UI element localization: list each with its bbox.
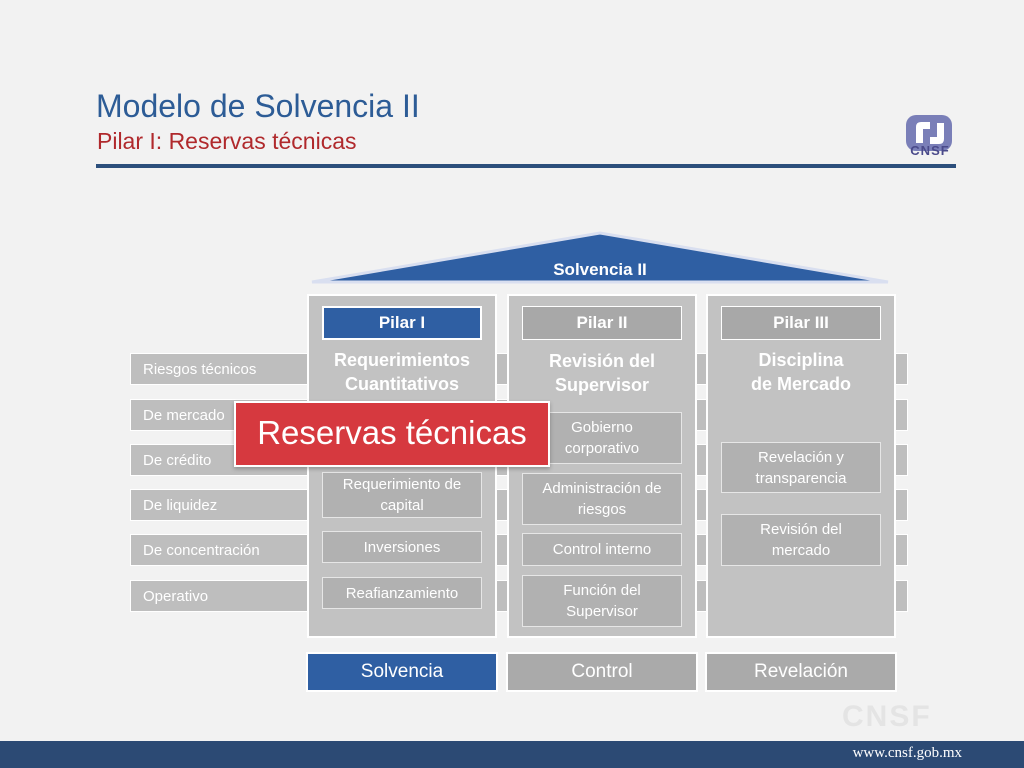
pillar-2-heading: Revisión del Supervisor [507,349,697,397]
pillar-3-heading-line: Disciplina [758,350,844,370]
pillar-1-heading-line: Cuantitativos [344,374,459,394]
item-line: Supervisor [566,603,638,620]
item-line: Control interno [552,541,652,558]
cnsf-logo-icon [906,115,952,151]
item-line: capital [380,497,424,514]
roof [311,231,889,284]
pillar-1-tab: Pilar I [322,306,482,340]
pillar-1-item: Inversiones [322,531,482,563]
item-line: riesgos [577,501,627,518]
pillar-3-item: Revelación y transparencia [721,442,881,493]
risk-label: De mercado [143,407,225,424]
item-line: transparencia [755,469,847,487]
footer-url-link[interactable]: www.cnsf.gob.mx [852,745,962,761]
pillar-2-item: Función del Supervisor [522,575,682,627]
item-line: Revelación y [758,448,844,466]
reservas-tecnicas-callout: Reservas técnicas [234,401,550,467]
item-line: corporativo [564,440,640,457]
item-line: Revisión del [760,521,842,538]
pillar-1-heading: Requerimientos Cuantitativos [307,348,497,396]
item-line: Reafianzamiento [345,584,459,602]
bottom-label-control: Control [506,652,698,692]
item-line: Función del [563,582,641,599]
logo-text: CNSF [910,143,950,158]
pillar-2-heading-line: Supervisor [554,375,650,395]
title-divider [96,164,956,168]
cnsf-watermark: CNSF [842,700,932,733]
pillar-1-item: Reafianzamiento [322,577,482,609]
pillar-3-tab: Pilar III [721,306,881,340]
pillar-3-heading-line: de Mercado [750,374,852,394]
footer-bar: www.cnsf.gob.mx [0,741,1024,768]
item-line: Gobierno [571,419,633,436]
pillar-1-heading-line: Requerimientos [333,350,471,370]
pillar-3-item: Revisión del mercado [721,514,881,566]
risk-label: De liquidez [143,497,218,514]
risk-label: De crédito [143,452,212,469]
pillar-1-item: Requerimiento de capital [322,472,482,518]
pillar-2-item: Control interno [522,533,682,566]
risk-label: De concentración [143,542,260,559]
pillar-3-heading: Disciplina de Mercado [706,348,896,396]
roof-label: Solvencia II [553,260,647,279]
item-line: Administración de [542,480,662,497]
pillar-2-item: Administración de riesgos [522,473,682,525]
item-line: mercado [771,542,831,559]
pillar-2-heading-line: Revisión del [548,351,656,371]
pillar-2-tab: Pilar II [522,306,682,340]
bottom-label-revelacion: Revelación [705,652,897,692]
item-line: Inversiones [363,538,441,556]
item-line: Requerimiento de [342,476,462,493]
risk-label: Riesgos técnicos [143,361,257,378]
page-subtitle: Pilar I: Reservas técnicas [97,128,357,154]
bottom-label-solvencia: Solvencia [306,652,498,692]
risk-label: Operativo [143,588,209,605]
page-title: Modelo de Solvencia II [96,88,420,124]
